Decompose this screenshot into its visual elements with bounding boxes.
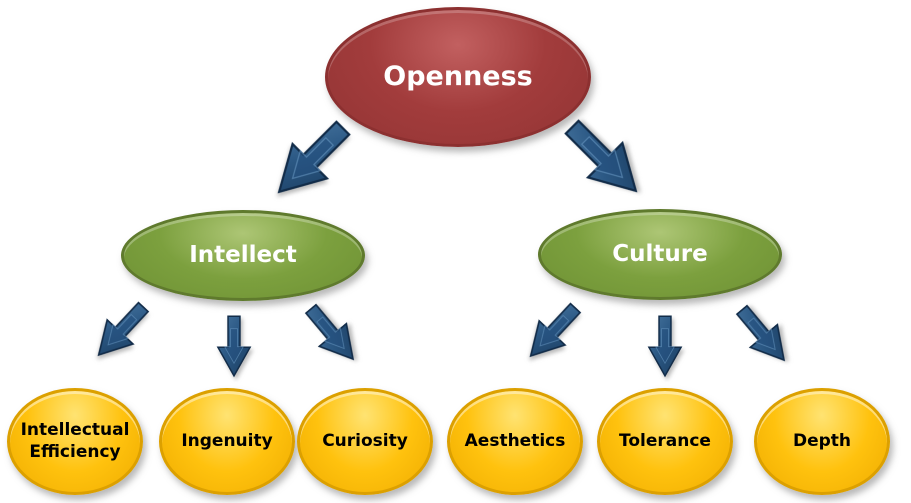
- node-label: Curiosity: [322, 430, 408, 451]
- arrow-intellect-intellectual-efficiency: [82, 292, 159, 370]
- down-arrow-icon: [216, 315, 252, 378]
- down-arrow-icon: [647, 315, 683, 378]
- arrow-intellect-ingenuity: [215, 315, 253, 378]
- node-label: Intellectual Efficiency: [20, 420, 130, 462]
- node-label: Culture: [612, 241, 708, 268]
- node-ingenuity: Ingenuity: [159, 388, 295, 495]
- arrow-culture-depth: [725, 295, 801, 374]
- down-arrow-icon: [529, 302, 582, 358]
- down-arrow-icon: [564, 119, 638, 193]
- arrow-intellect-curiosity: [294, 294, 370, 373]
- arrow-culture-tolerance: [646, 315, 684, 378]
- down-arrow-icon: [97, 301, 150, 357]
- down-arrow-icon: [304, 303, 355, 361]
- down-arrow-icon: [277, 120, 351, 194]
- node-label: Ingenuity: [181, 430, 273, 451]
- node-label: Intellect: [189, 242, 297, 269]
- node-intellectual-efficiency: Intellectual Efficiency: [7, 388, 143, 495]
- node-label: Tolerance: [619, 430, 711, 451]
- node-curiosity: Curiosity: [297, 388, 433, 495]
- node-depth: Depth: [754, 388, 890, 495]
- node-culture: Culture: [538, 209, 782, 300]
- node-aesthetics: Aesthetics: [447, 388, 583, 495]
- node-intellect: Intellect: [121, 210, 365, 301]
- down-arrow-icon: [735, 304, 786, 362]
- node-openness: Openness: [325, 7, 591, 147]
- node-label: Aesthetics: [464, 430, 566, 451]
- arrow-openness-culture: [550, 105, 659, 214]
- arrow-culture-aesthetics: [514, 293, 591, 371]
- node-tolerance: Tolerance: [597, 388, 733, 495]
- node-label: Openness: [383, 61, 533, 93]
- node-label: Depth: [792, 430, 852, 451]
- arrow-openness-intellect: [257, 106, 366, 215]
